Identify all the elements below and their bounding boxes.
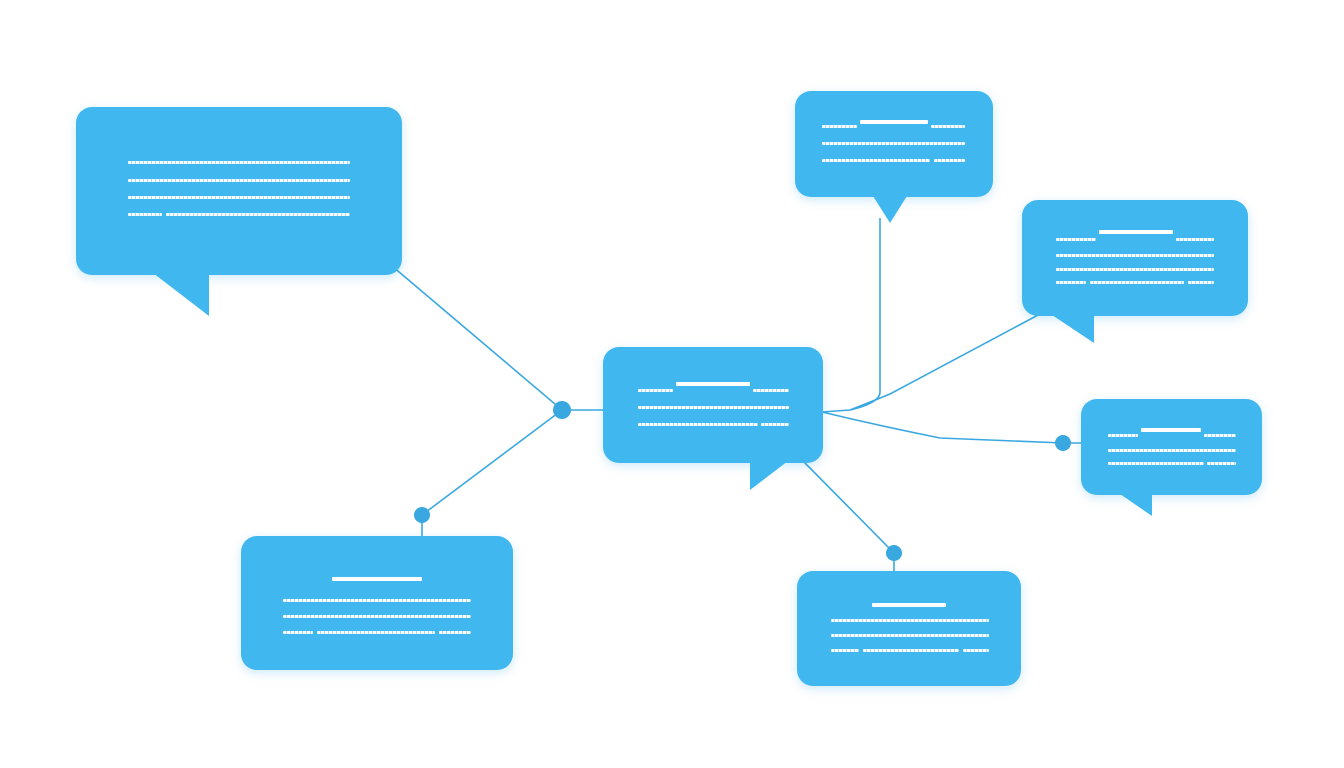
text-placeholder-line: [1204, 434, 1236, 437]
speech-bubble-center: [603, 347, 823, 463]
text-placeholder-line: [128, 179, 350, 182]
title-placeholder-line: [860, 120, 928, 124]
text-placeholder-line: [822, 125, 857, 128]
title-placeholder-line: [676, 382, 750, 386]
speech-bubble-bottom-left: [241, 536, 513, 670]
connector-hub-to-top-right: [821, 218, 881, 413]
text-placeholder-line: [934, 159, 965, 162]
speech-bubble-tail: [750, 461, 788, 490]
speech-bubble-tail: [1052, 315, 1094, 343]
speech-bubble-left-large: [76, 107, 402, 275]
junction-node-right-lower: [1055, 435, 1071, 451]
text-placeholder-line: [1108, 462, 1204, 465]
text-placeholder-line: [128, 213, 162, 216]
text-placeholder-line: [1090, 281, 1184, 284]
text-placeholder-line: [638, 423, 758, 426]
text-placeholder-line: [1108, 434, 1138, 437]
text-placeholder-line: [1056, 254, 1214, 257]
text-placeholder-line: [963, 649, 989, 652]
text-placeholder-line: [1176, 238, 1214, 241]
text-placeholder-line: [1056, 238, 1096, 241]
text-placeholder-line: [863, 649, 959, 652]
text-placeholder-line: [761, 423, 789, 426]
junction-node-bottom-right: [886, 545, 902, 561]
text-placeholder-line: [283, 631, 313, 634]
title-placeholder-line: [332, 577, 422, 581]
text-placeholder-line: [283, 615, 471, 618]
text-placeholder-line: [439, 631, 471, 634]
text-placeholder-line: [317, 631, 435, 634]
connector-hub-to-right-upper: [849, 313, 1041, 411]
text-placeholder-line: [283, 599, 471, 602]
text-placeholder-line: [1188, 281, 1214, 284]
speech-bubble-tail: [1120, 494, 1152, 516]
speech-bubble-right-upper: [1022, 200, 1248, 316]
text-placeholder-line: [1207, 462, 1236, 465]
connector-bottom-left-to-hub: [421, 409, 563, 536]
junction-node-bottom-left: [414, 507, 430, 523]
text-placeholder-line: [1056, 281, 1086, 284]
speech-bubble-top-right: [795, 91, 993, 197]
connector-hub-to-right-lower: [821, 411, 1082, 444]
text-placeholder-line: [831, 619, 989, 622]
junction-node-hub-left: [553, 401, 571, 419]
text-placeholder-line: [128, 196, 350, 199]
text-placeholder-line: [822, 159, 930, 162]
text-placeholder-line: [831, 649, 859, 652]
text-placeholder-line: [638, 389, 673, 392]
text-placeholder-line: [1056, 268, 1214, 271]
text-placeholder-line: [931, 125, 965, 128]
connector-hub-to-bottom-right: [803, 461, 895, 572]
title-placeholder-line: [1099, 230, 1173, 234]
text-placeholder-line: [128, 161, 350, 164]
speech-bubble-tail: [873, 196, 907, 223]
speech-bubble-right-lower: [1081, 399, 1262, 495]
speech-bubble-bottom-right: [797, 571, 1021, 686]
title-placeholder-line: [1141, 428, 1201, 432]
text-placeholder-line: [638, 406, 789, 409]
text-placeholder-line: [1108, 449, 1236, 452]
text-placeholder-line: [831, 634, 989, 637]
text-placeholder-line: [822, 142, 965, 145]
text-placeholder-line: [166, 213, 350, 216]
speech-bubble-tail: [153, 273, 209, 316]
text-placeholder-line: [753, 389, 789, 392]
connector-left-large-to-hub: [391, 265, 604, 411]
title-placeholder-line: [872, 603, 946, 607]
